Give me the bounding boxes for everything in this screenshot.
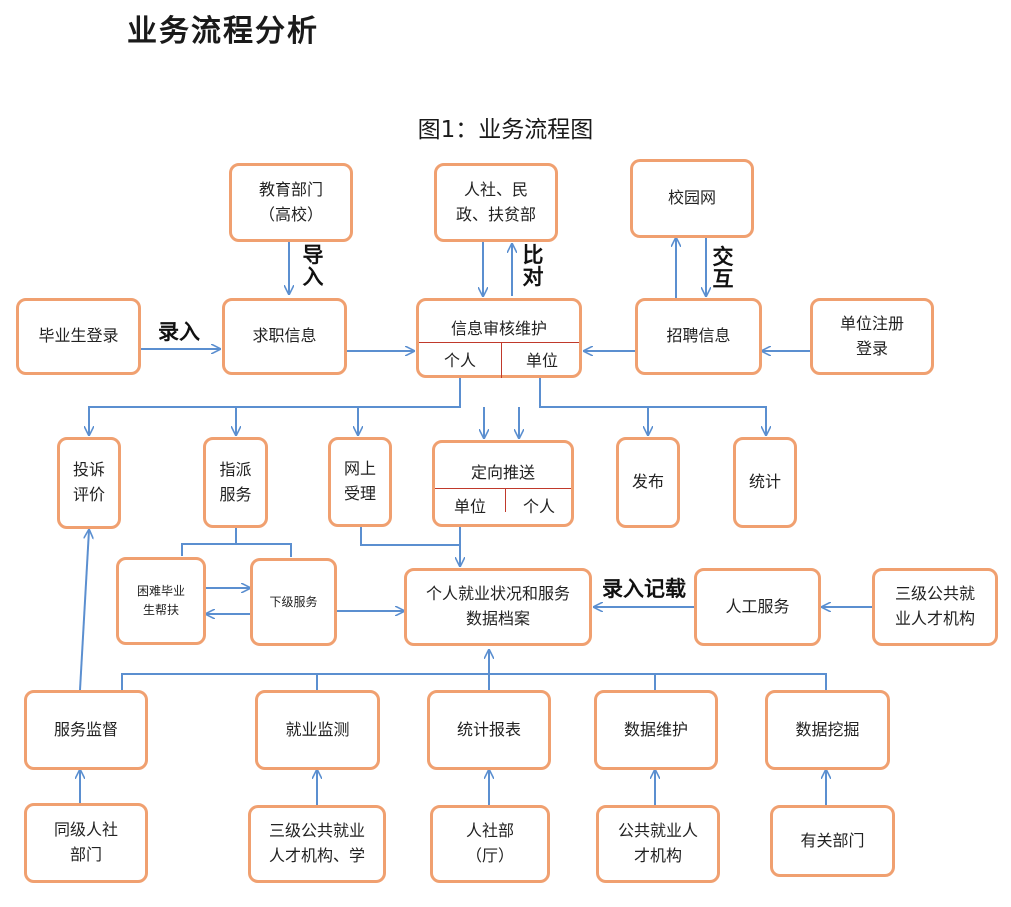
label-interact-text: 交互: [712, 244, 734, 292]
review-title: 信息审核维护: [450, 319, 547, 338]
edge-review-distribution-left: [89, 378, 461, 435]
label-enter: 录入: [158, 319, 200, 344]
node-hr-civil-poverty: 人社、民 政、扶贫部: [434, 163, 558, 242]
node-recruit-info: 招聘信息: [635, 298, 762, 375]
edge-online-archive: [360, 527, 460, 546]
review-left: 个人: [443, 351, 476, 370]
edge-review-distribution-right: [539, 378, 766, 435]
node-targeted-push: 定向推送 单位 个人: [432, 440, 574, 527]
label-interact: 交互: [712, 244, 734, 292]
review-column-divider: [501, 342, 502, 378]
node-service-supervise: 服务监督: [24, 690, 148, 770]
node-hr-ministry: 人社部 （厅）: [430, 805, 550, 883]
node-data-mining: 数据挖掘: [765, 690, 890, 770]
node-tier3-public-bottom: 三级公共就业 人才机构、学: [248, 805, 386, 883]
figure-caption: 图1：业务流程图: [417, 117, 594, 143]
targeted-column-divider: [505, 488, 506, 512]
node-employment-archive: 个人就业状况和服务 数据档案: [404, 568, 592, 646]
label-import: 导入: [302, 242, 324, 290]
node-manual-service: 人工服务: [694, 568, 821, 646]
label-import-text: 导入: [302, 242, 324, 290]
edge-assign-branch-right: [236, 543, 292, 557]
node-tier3-public-top: 三级公共就 业人才机构: [872, 568, 998, 646]
edge-supervise-complaint: [79, 530, 89, 691]
targeted-right: 个人: [522, 497, 555, 516]
node-hardship-help: 困难毕业 生帮扶: [116, 557, 206, 645]
node-graduate-login: 毕业生登录: [16, 298, 141, 375]
node-public-service-org: 公共就业人 才机构: [596, 805, 720, 883]
edge-assign-branch: [181, 528, 237, 556]
node-complaint: 投诉 评价: [57, 437, 121, 529]
node-stats: 统计: [733, 437, 797, 528]
node-education-dept: 教育部门 （高校）: [229, 163, 353, 242]
node-employment-monitor: 就业监测: [255, 690, 380, 770]
node-related-dept: 有关部门: [770, 805, 895, 877]
node-same-level-hr: 同级人社 部门: [24, 803, 148, 883]
node-assign: 指派 服务: [203, 437, 268, 528]
review-right: 单位: [525, 351, 558, 370]
node-online: 网上 受理: [328, 437, 392, 527]
node-data-maintain: 数据维护: [594, 690, 718, 770]
label-compare: 比对: [522, 242, 544, 290]
label-record: 录入记载: [602, 576, 686, 601]
node-unit-register: 单位注册 登录: [810, 298, 934, 375]
node-stats-report: 统计报表: [427, 690, 551, 770]
node-info-review: 信息审核维护 个人 单位: [416, 298, 582, 378]
edge-bottom-bus: [121, 673, 827, 690]
node-publish: 发布: [616, 437, 680, 528]
label-compare-text: 比对: [522, 242, 544, 290]
page-heading: 业务流程分析: [127, 14, 319, 49]
targeted-divider: [435, 488, 571, 489]
review-divider: [419, 342, 579, 343]
targeted-title: 定向推送: [470, 463, 535, 482]
node-lower-service: 下级服务: [250, 558, 337, 646]
targeted-left: 单位: [453, 497, 486, 516]
node-job-info: 求职信息: [222, 298, 347, 375]
node-campus-net: 校园网: [630, 159, 754, 238]
